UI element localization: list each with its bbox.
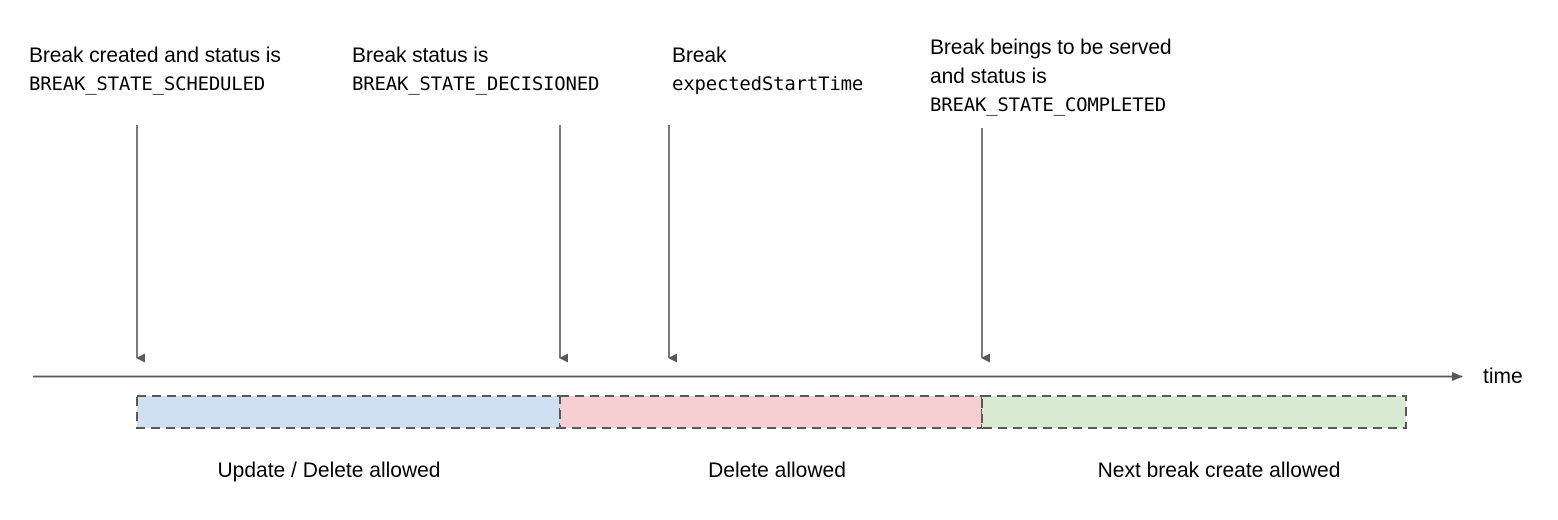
annotation-break-created: Break created and status is BREAK_STATE_… <box>29 41 281 99</box>
segment-next-create <box>981 395 1407 429</box>
annotation-line-code: BREAK_STATE_COMPLETED <box>930 94 1167 116</box>
segment-caption-next-create: Next break create allowed <box>1097 459 1341 482</box>
annotation-line-code: BREAK_STATE_SCHEDULED <box>29 73 266 95</box>
annotation-line: Break beings to be served <box>930 36 1172 59</box>
annotation-line: and status is <box>930 65 1047 88</box>
time-axis-label: time <box>1483 365 1523 388</box>
annotation-line: Break <box>672 44 727 67</box>
annotation-line-code: expectedStartTime <box>672 73 864 95</box>
annotation-break-expected-start-time: Break expectedStartTime <box>672 41 863 99</box>
annotation-break-decisioned: Break status is BREAK_STATE_DECISIONED <box>352 41 599 99</box>
segment-caption-delete: Delete allowed <box>708 459 846 482</box>
segment-update-delete <box>136 395 561 429</box>
annotation-break-completed: Break beings to be served and status is … <box>930 33 1172 120</box>
annotation-line-code: BREAK_STATE_DECISIONED <box>352 73 600 95</box>
segment-delete <box>559 395 983 429</box>
annotation-line: Break created and status is <box>29 44 281 67</box>
annotation-line: Break status is <box>352 44 489 67</box>
segment-caption-update-delete: Update / Delete allowed <box>217 459 441 482</box>
